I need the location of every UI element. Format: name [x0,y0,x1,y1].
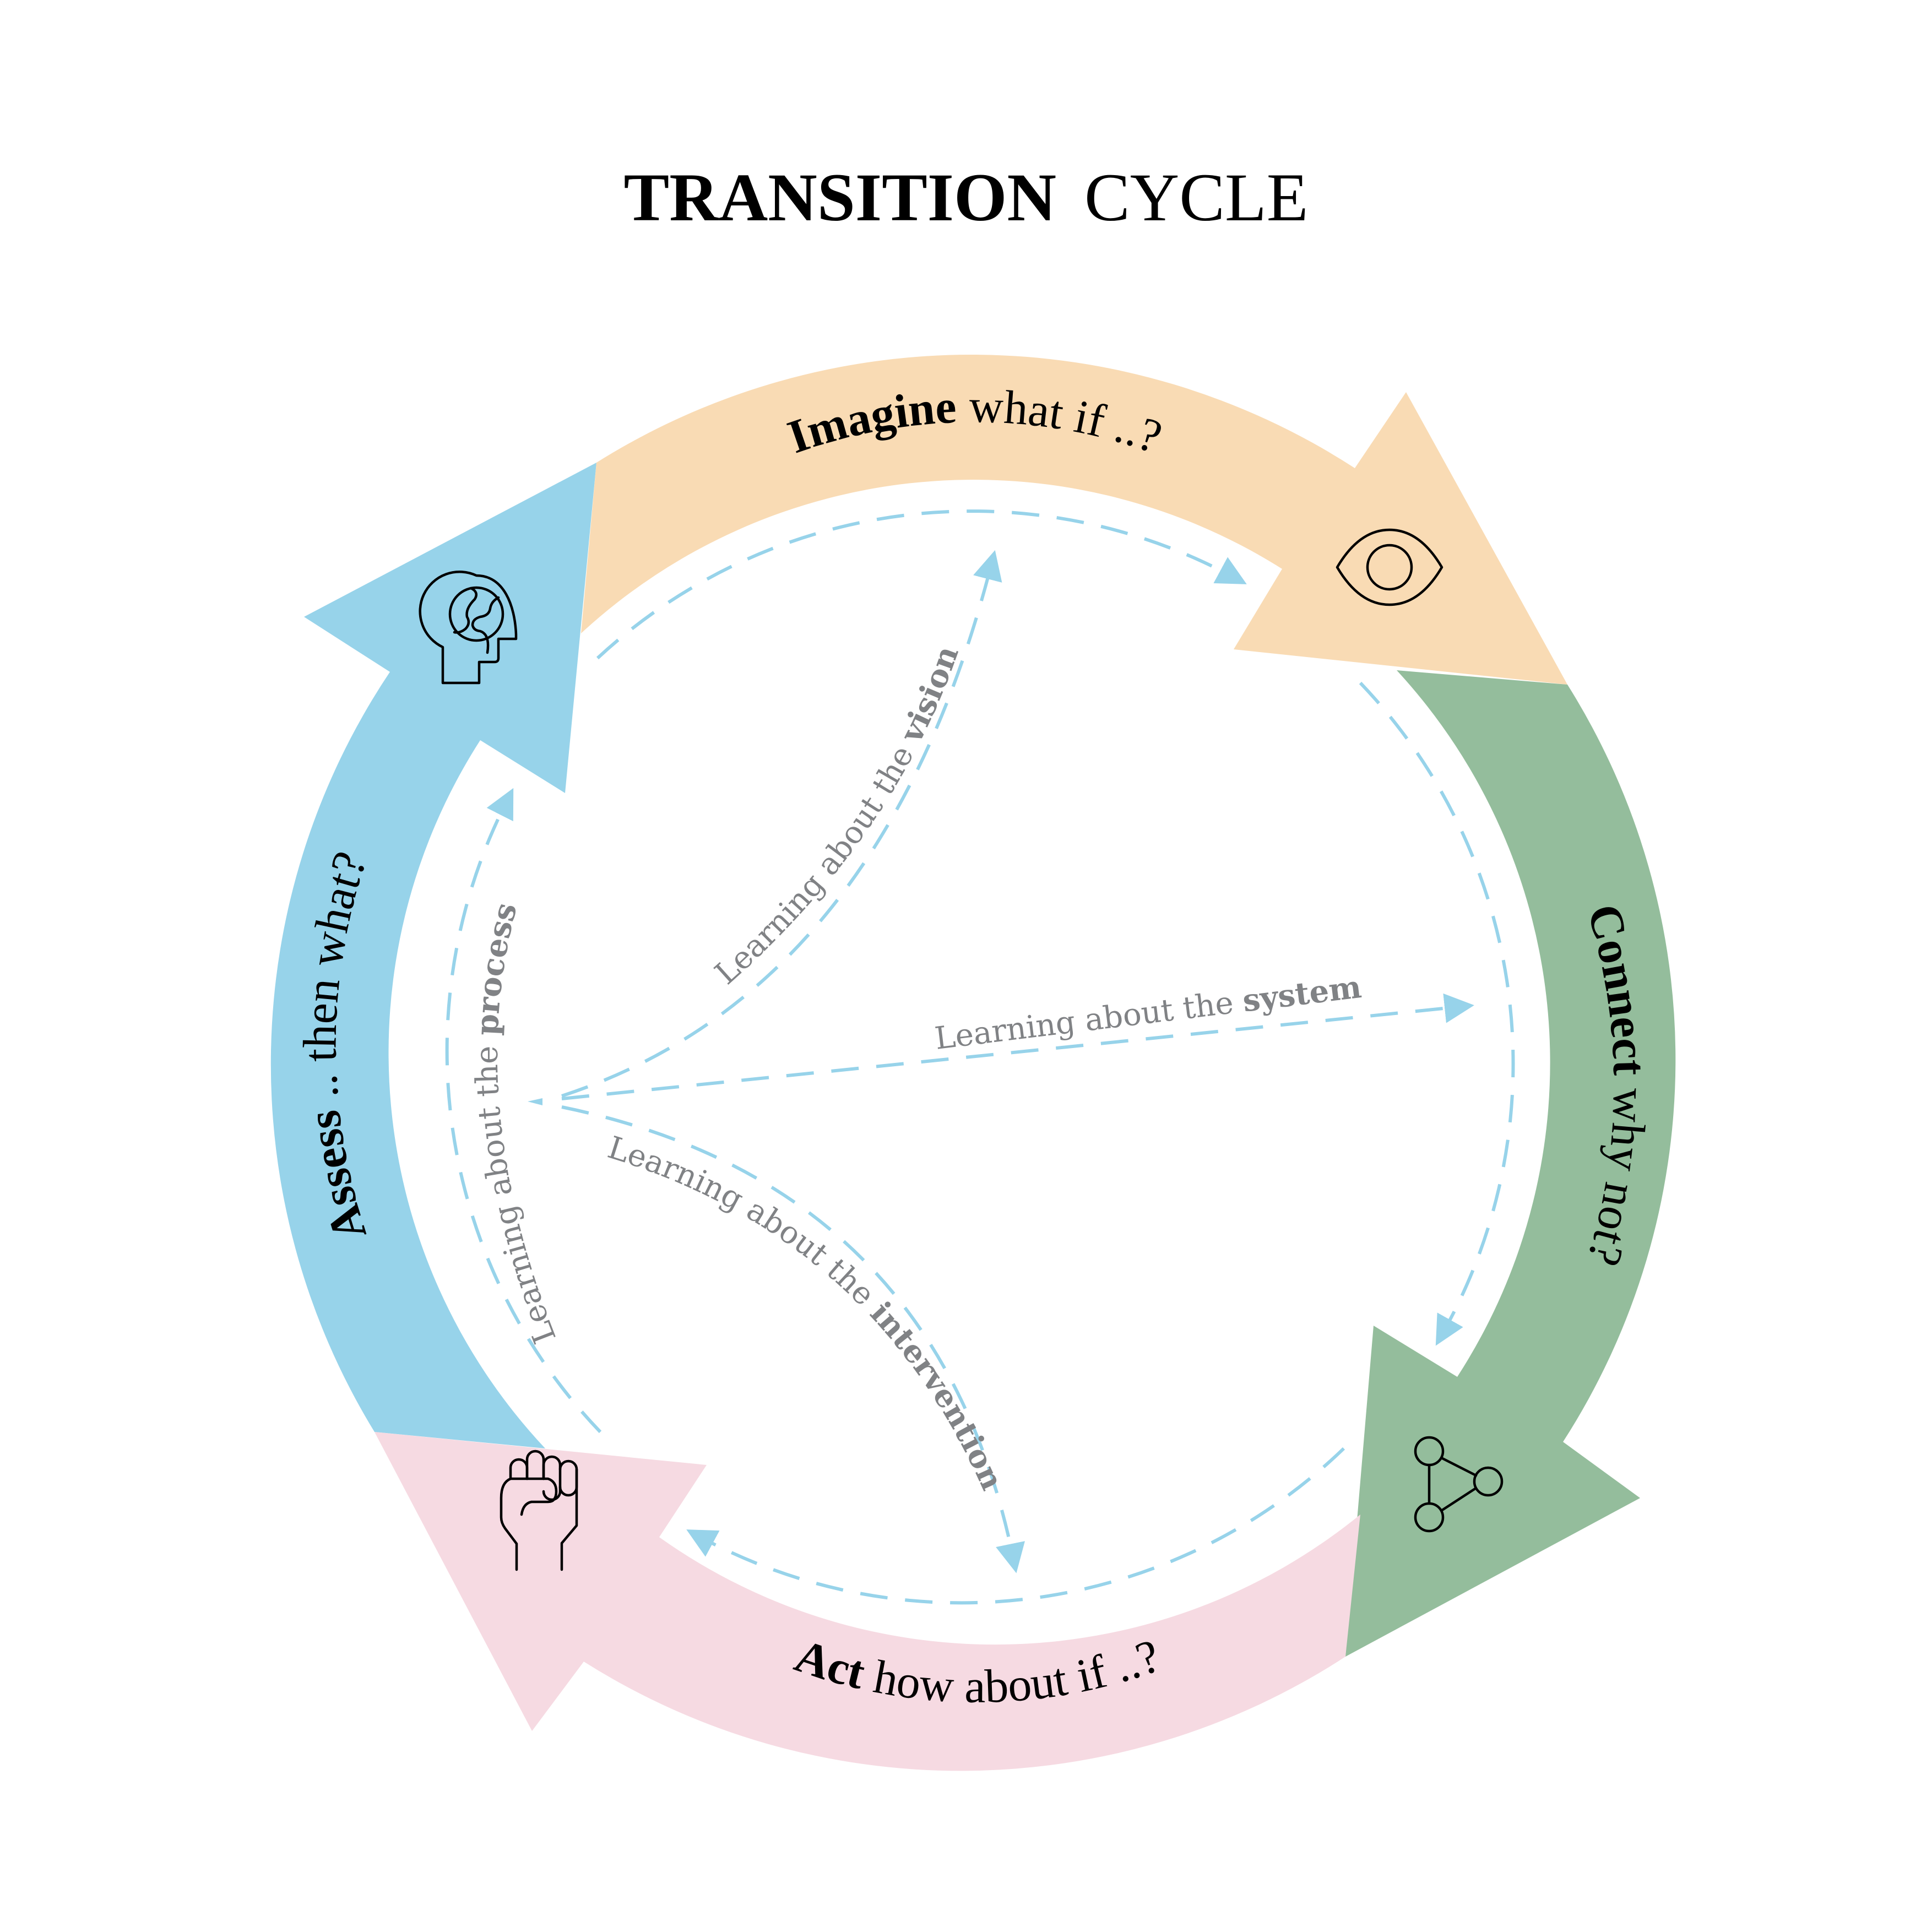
dashed-arc-left [445,788,602,1434]
page-title: TRANSITION CYCLE [624,160,1309,235]
act-arrow [375,1432,1360,1771]
eye-icon [1336,528,1443,606]
fist-icon [500,1450,578,1571]
stage-arrows [270,355,1676,1771]
learning-label-system: Learning about the system [933,969,1364,1057]
title-regular: CYCLE [1084,160,1308,235]
imagine-arrow [581,355,1567,685]
inner-dashed-cycle [445,509,1515,1605]
learning-label-process: Learning about the process [469,899,563,1348]
head-globe-icon [419,571,518,685]
network-icon [1414,1436,1504,1533]
assess-arrow [270,463,596,1448]
title-bold: TRANSITION [624,160,1057,235]
learning-label-vision: Learning about the vision [708,641,966,991]
learning-arrow-vision [561,550,1002,1098]
hub-tip [528,1098,542,1105]
learning-arrow-intervention [561,1105,1025,1573]
learning-arrows [528,550,1474,1573]
learning-arrow-system [561,993,1474,1100]
connect-arrow [1345,670,1676,1657]
learning-label-intervention: Learning about the intervention [604,1130,1011,1495]
dashed-arc-right [1359,681,1515,1346]
stage-label-connect: Connect why not? [1577,898,1657,1272]
dashed-arc-bottom [686,1447,1345,1605]
dashed-arc-top [596,509,1247,660]
